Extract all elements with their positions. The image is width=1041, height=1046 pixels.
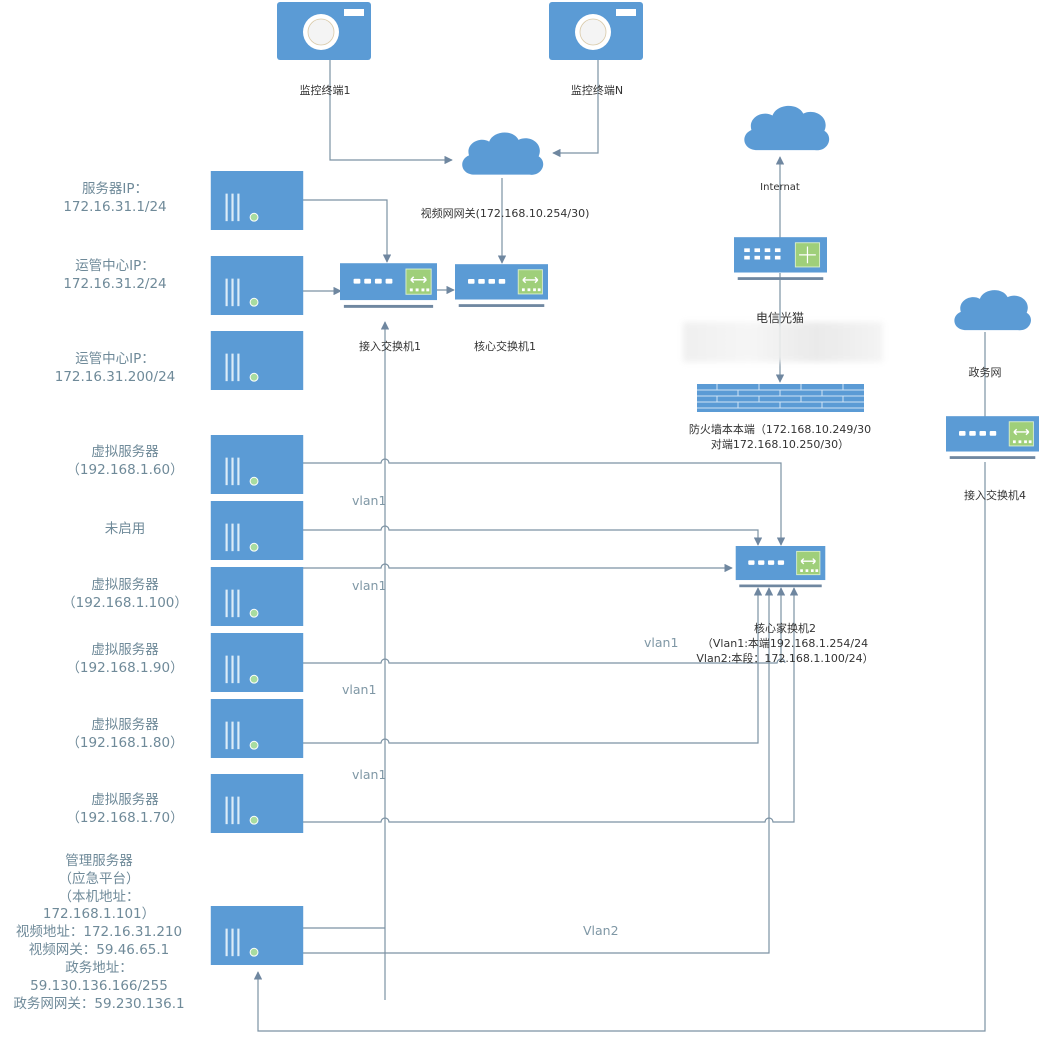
firewall-label-line1: 防火墙本本端（172.168.10.249/30 bbox=[688, 423, 872, 436]
vlan-label: vlan1 bbox=[352, 493, 387, 508]
server-label-line: 运管中心IP： bbox=[75, 351, 155, 367]
server-label: 虚拟服务器 （192.168.1.60） bbox=[40, 443, 210, 479]
link-vs90-core2 bbox=[303, 658, 786, 664]
server-label-line: 政务地址： bbox=[65, 959, 133, 976]
server-label-line: 172.16.31.1/24 bbox=[63, 199, 167, 216]
vlan-label: Vlan2 bbox=[583, 923, 619, 938]
server-icon bbox=[210, 633, 304, 692]
server-label-line: 虚拟服务器 bbox=[91, 792, 159, 808]
vlan-label: vlan1 bbox=[644, 635, 679, 650]
access-switch-4-icon bbox=[946, 415, 1039, 460]
camera-1-label: 监控终端1 bbox=[299, 84, 351, 97]
server-label: 虚拟服务器 （192.168.1.80） bbox=[40, 716, 210, 752]
firewall-icon bbox=[697, 384, 864, 412]
video-cloud-icon bbox=[462, 132, 544, 175]
server-icon bbox=[210, 699, 304, 758]
gov-network-label: 政务网 bbox=[968, 366, 1002, 379]
video-gateway-label: 视频网网关(172.168.10.254/30) bbox=[420, 207, 590, 220]
server-label-line: 虚拟服务器 bbox=[91, 444, 159, 460]
server-label: 虚拟服务器 （192.168.1.90） bbox=[40, 641, 210, 677]
server-label-line: 虚拟服务器 bbox=[91, 642, 159, 658]
server-label: 服务器IP： 172.16.31.1/24 bbox=[30, 180, 200, 216]
server-label-line: （192.168.1.80） bbox=[66, 735, 184, 752]
server-label-line: （192.168.1.100） bbox=[62, 595, 188, 612]
server-label: 运管中心IP： 172.16.31.200/24 bbox=[30, 350, 200, 386]
camera-n-label: 监控终端N bbox=[570, 84, 624, 97]
link-vs100-core2 bbox=[303, 563, 733, 573]
server-icon bbox=[210, 567, 304, 626]
core-switch-1-label: 核心交换机1 bbox=[474, 340, 536, 353]
server-label: 虚拟服务器 （192.168.1.70） bbox=[40, 791, 210, 827]
core-switch-2-vlan2: Vlan2:本段：172.168.1.100/24） bbox=[696, 651, 874, 665]
core-switch-2-label: 核心家换机2 （Vlan1:本端192.168.1.254/24 Vlan2:本… bbox=[680, 622, 890, 667]
server-label: 未启用 bbox=[40, 520, 210, 538]
server-label: 运管中心IP： 172.16.31.2/24 bbox=[30, 257, 200, 293]
gov-cloud-icon bbox=[954, 290, 1031, 331]
core-switch-2-icon bbox=[735, 546, 826, 588]
server-label-line: 服务器IP： bbox=[81, 181, 149, 197]
server-label: 虚拟服务器 （192.168.1.100） bbox=[40, 576, 210, 612]
server-label-line: 未启用 bbox=[104, 521, 146, 537]
vlan-label: vlan1 bbox=[352, 578, 387, 593]
link-vs80-core2 bbox=[303, 587, 763, 744]
access-switch-1-label: 接入交换机1 bbox=[359, 340, 421, 353]
core-switch-2-title: 核心家换机2 bbox=[754, 622, 816, 635]
server-label-line: 172.16.31.200/24 bbox=[54, 369, 176, 386]
server-icon bbox=[210, 256, 304, 315]
link-mgmt-core2 bbox=[303, 587, 774, 954]
link-access4-mgmt bbox=[253, 462, 986, 1032]
server-label-line: 视频地址：172.16.31.210 bbox=[15, 924, 183, 941]
server-label-line: （192.168.1.90） bbox=[66, 660, 184, 677]
link-unused-core2 bbox=[303, 525, 763, 546]
vlan-label: vlan1 bbox=[342, 682, 377, 697]
server-label-line: 172.168.1.101） bbox=[42, 906, 156, 923]
internet-cloud-icon bbox=[744, 105, 830, 151]
access-switch-1-icon bbox=[340, 263, 437, 309]
blurred-region bbox=[683, 322, 883, 362]
server-label-line: 172.16.31.2/24 bbox=[63, 276, 167, 293]
access-switch-4-label: 接入交换机4 bbox=[964, 489, 1026, 502]
server-label-line: 管理服务器 bbox=[65, 853, 133, 869]
firewall-label: 防火墙本本端（172.168.10.249/30 对端172.168.10.25… bbox=[655, 423, 905, 453]
link-cam1-video-cloud bbox=[329, 58, 453, 165]
link-server1-access1 bbox=[303, 199, 392, 263]
telecom-modem-label: 电信光猫 bbox=[755, 311, 804, 325]
server-icon bbox=[210, 435, 304, 494]
server-icon bbox=[210, 171, 304, 230]
link-camN-video-cloud bbox=[552, 58, 599, 158]
management-server-icon bbox=[210, 906, 304, 965]
server-label-line: 运管中心IP： bbox=[75, 258, 155, 274]
server-icon bbox=[210, 501, 304, 560]
camera-icon-n bbox=[549, 2, 643, 60]
vlan-label: vlan1 bbox=[352, 767, 387, 782]
server-icon bbox=[210, 331, 304, 390]
connection-lines bbox=[253, 58, 986, 1032]
server-label-line: 政务网网关：59.230.136.1 bbox=[13, 995, 185, 1012]
server-label-line: 视频网关：59.46.65.1 bbox=[28, 942, 170, 959]
link-vs60-core2 bbox=[303, 458, 786, 546]
core-switch-1-icon bbox=[455, 263, 548, 308]
link-vs70-core2 bbox=[303, 587, 799, 823]
server-label-line: （192.168.1.70） bbox=[66, 810, 184, 827]
server-icon bbox=[210, 774, 304, 833]
camera-icon-1 bbox=[277, 2, 371, 60]
server-label-line: 59.130.136.166/255 bbox=[30, 977, 168, 994]
server-label-line: （本机地址： bbox=[58, 888, 140, 905]
server-label-line: 虚拟服务器 bbox=[91, 577, 159, 593]
firewall-label-line2: 对端172.168.10.250/30） bbox=[710, 437, 850, 451]
management-server-label: 管理服务器 （应急平台） （本机地址： 172.168.1.101） 视频地址：… bbox=[0, 853, 198, 1013]
server-label-line: 虚拟服务器 bbox=[91, 717, 159, 733]
core-switch-2-vlan1: （Vlan1:本端192.168.1.254/24 bbox=[701, 636, 869, 650]
internet-label: Internat bbox=[760, 182, 800, 193]
server-label-line: （192.168.1.60） bbox=[66, 462, 184, 479]
server-label-line: （应急平台） bbox=[58, 870, 140, 887]
